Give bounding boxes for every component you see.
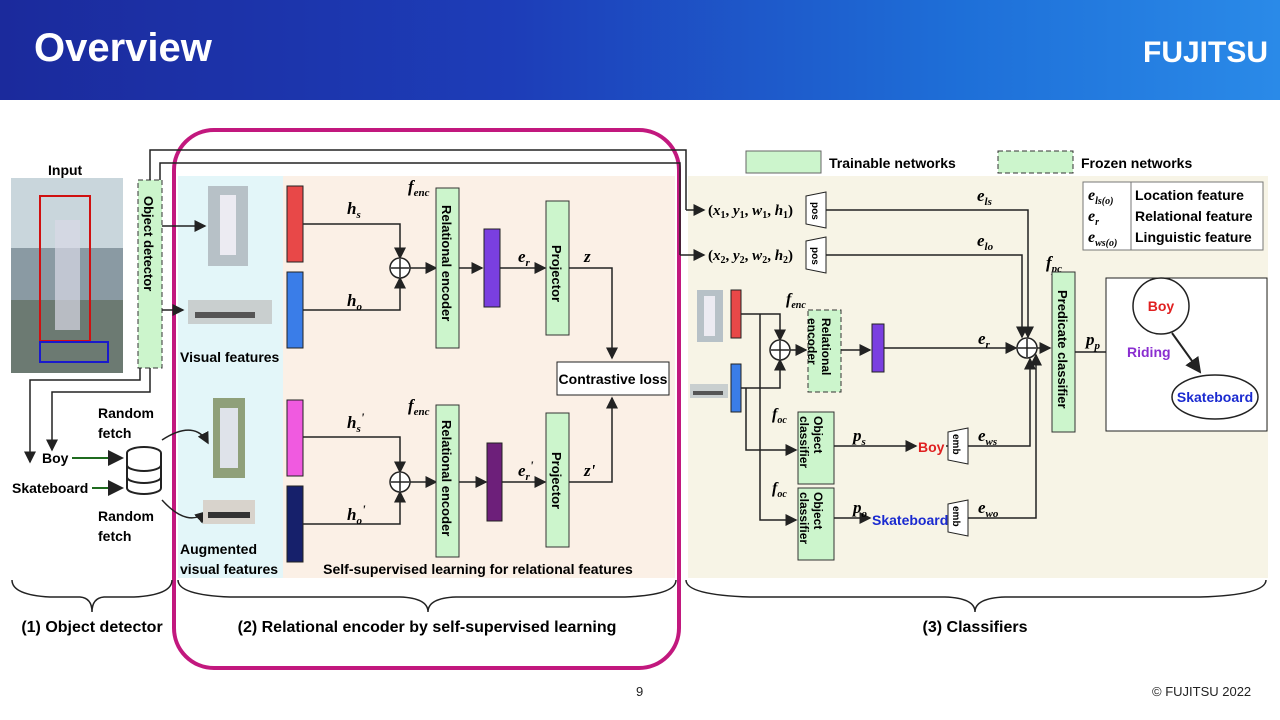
graph-predicate-label: Riding [1127, 344, 1171, 360]
legend-location-label: Location feature [1135, 187, 1244, 203]
classifier-boy-crop [697, 290, 723, 342]
random-fetch-bottom-2: fetch [98, 528, 131, 544]
pos-encoder-2 [805, 236, 827, 274]
boy-crop [208, 186, 248, 266]
contrastive-loss-box [556, 361, 670, 396]
random-fetch-top-1: Random [98, 405, 154, 421]
relational-encoder-bottom [435, 404, 460, 558]
caption-classifiers: (3) Classifiers [923, 619, 1028, 636]
z-label: z [583, 247, 591, 266]
legend-linguistic-label: Linguistic feature [1135, 229, 1252, 245]
pos-label-1: pos [809, 202, 820, 220]
database-icon [126, 446, 162, 495]
legend-relational-symbol: er [1088, 208, 1099, 228]
caption-object-detector: (1) Object detector [21, 619, 162, 636]
relational-feature-bar-top [483, 228, 501, 308]
relational-feature-bar-bottom [486, 442, 503, 522]
h-s-prime-label: hs' [347, 410, 365, 435]
frozen-relational-encoder [807, 309, 842, 393]
skateboard-crop [188, 300, 272, 324]
object-classifier-object-label-2: classifier [797, 492, 811, 544]
augmented-label-1: Augmented [180, 541, 257, 557]
detector-skateboard-label: Skateboard [12, 480, 88, 496]
augmented-label-2: visual features [180, 561, 278, 577]
frozen-relational-encoder-label-1: Relational [819, 318, 833, 375]
slide-header: Overview FUJITSU [0, 0, 1280, 100]
random-fetch-top-2: fetch [98, 425, 131, 441]
aug-subject-feature-bar [286, 399, 304, 477]
input-photo [11, 178, 123, 373]
graph-subject-label: Boy [1148, 298, 1175, 314]
graph-object-label: Skateboard [1177, 389, 1253, 405]
relational-encoder-top-label: Relational encoder [439, 205, 454, 321]
frozen-legend-label: Frozen networks [1081, 155, 1192, 171]
relational-encoder-bottom-label: Relational encoder [439, 420, 454, 536]
projector-top-label: Projector [549, 245, 564, 302]
z-prime-label: z' [583, 461, 596, 480]
h-o-prime-label: ho' [347, 502, 366, 527]
emb-encoder-2 [947, 499, 969, 537]
legend-relational-label: Relational feature [1135, 208, 1253, 224]
frozen-relational-encoder-label-2: encoder [805, 318, 819, 365]
emb-label-2: emb [950, 506, 961, 527]
location-1: (x1, y1, w1, h1) [708, 203, 793, 221]
detector-boy-label: Boy [42, 450, 69, 466]
object-feature-bar [286, 271, 304, 349]
object-classifier-subject [797, 411, 835, 485]
caption-relational-encoder: (2) Relational encoder by self-supervise… [238, 619, 617, 636]
trainable-legend-swatch [745, 150, 822, 174]
random-fetch-bottom-1: Random [98, 508, 154, 524]
projector-bottom [545, 412, 570, 548]
subject-feature-bar [286, 185, 304, 263]
predicate-classifier-label: Predicate classifier [1055, 290, 1070, 409]
object-classifier-subject-label-1: Object [811, 416, 825, 453]
location-2: (x2, y2, w2, h2) [708, 248, 793, 266]
contrastive-loss-label: Contrastive loss [559, 371, 668, 387]
pos-label-2: pos [809, 247, 820, 265]
classifier-relational-bar [871, 323, 885, 373]
brace-1 [11, 579, 173, 613]
predicted-subject: Boy [918, 439, 945, 455]
trainable-legend-label: Trainable networks [829, 155, 956, 171]
visual-features-label: Visual features [180, 349, 280, 365]
object-classifier-object-label-1: Object [811, 492, 825, 529]
object-detector-label: Object detector [141, 196, 156, 291]
copyright: © FUJITSU 2022 [1152, 684, 1252, 699]
frozen-legend-swatch [997, 150, 1074, 174]
page-number: 9 [636, 684, 644, 699]
feature-legend-box [1082, 181, 1264, 251]
object-classifier-object [797, 487, 835, 561]
augmented-boy-crop [213, 398, 245, 478]
pos-encoder-1 [805, 191, 827, 229]
classifier-subject-bar [730, 289, 742, 339]
classifier-skateboard-crop [690, 384, 728, 398]
ssl-caption: Self-supervised learning for relational … [323, 561, 633, 577]
predicted-object: Skateboard [872, 512, 948, 528]
brace-2 [177, 579, 677, 613]
fujitsu-logo: FUJITSU [1143, 36, 1269, 69]
highlight-frame [172, 128, 681, 670]
brace-3 [685, 579, 1267, 613]
object-classifier-subject-label-2: classifier [797, 416, 811, 468]
aug-object-feature-bar [286, 485, 304, 563]
graph-subject-node [1132, 277, 1190, 335]
projector-bottom-label: Projector [549, 452, 564, 509]
emb-encoder-1 [947, 427, 969, 465]
emb-label-1: emb [950, 434, 961, 455]
augmented-skateboard-crop [203, 500, 255, 524]
slide-title: Overview [34, 26, 212, 70]
classifier-object-bar [730, 363, 742, 413]
graph-object-node [1171, 374, 1259, 420]
input-label: Input [48, 162, 83, 178]
